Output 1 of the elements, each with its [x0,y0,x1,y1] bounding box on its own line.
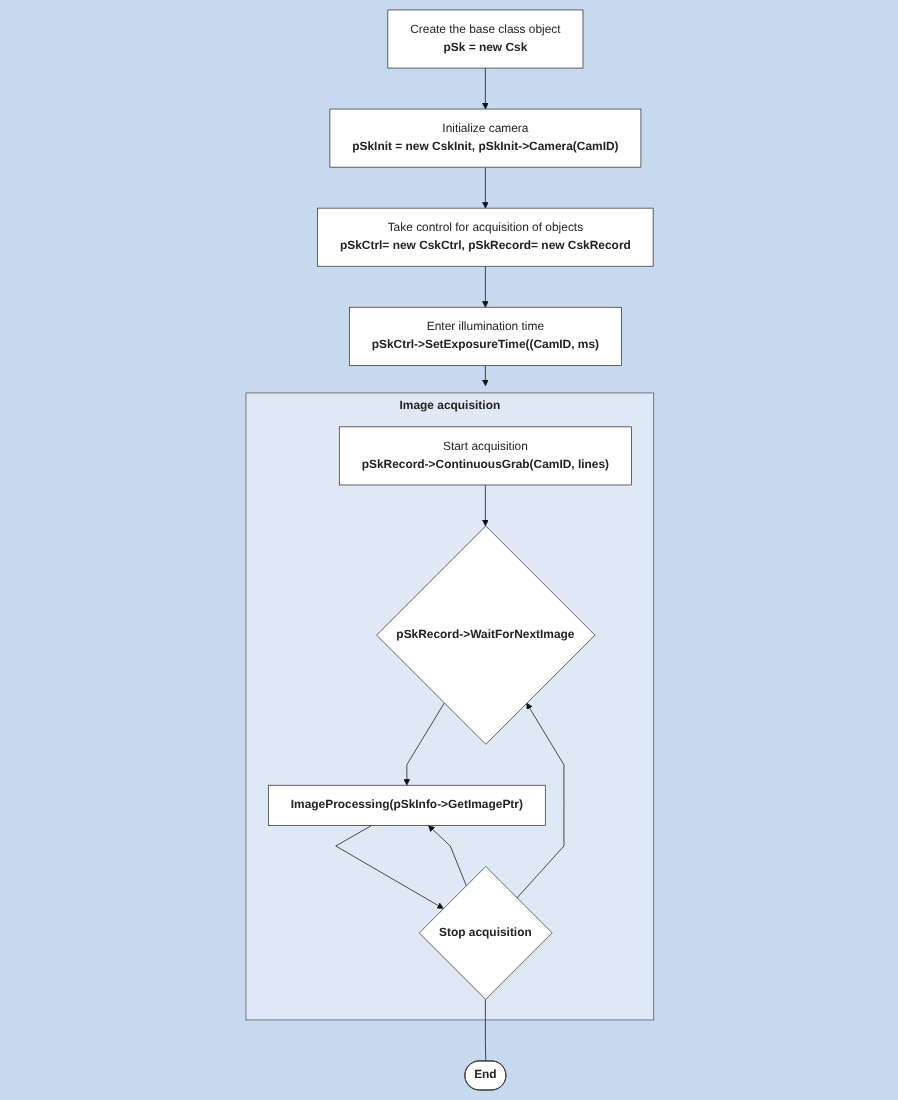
connector [484,999,486,1062]
